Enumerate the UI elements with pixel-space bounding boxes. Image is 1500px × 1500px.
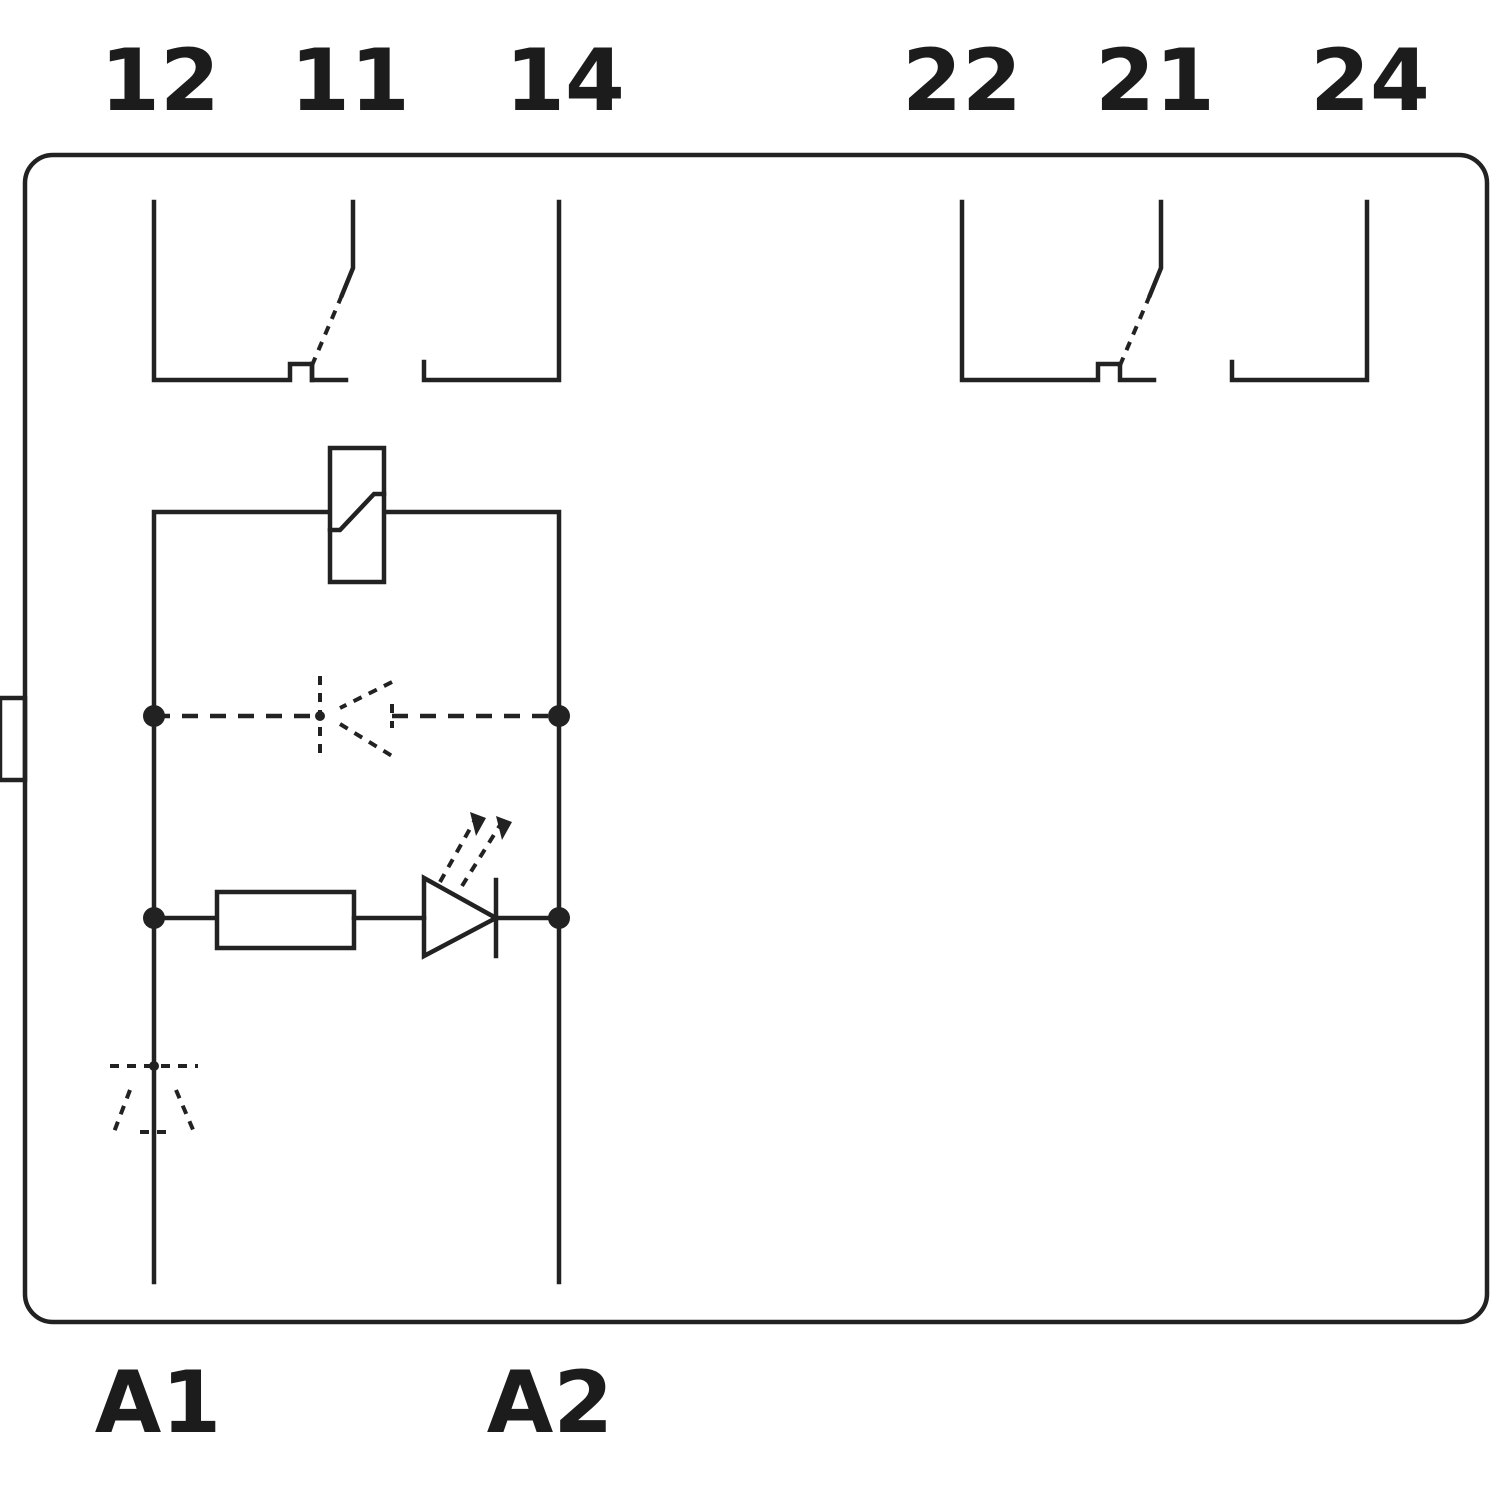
- rail-a1: [151, 509, 333, 1285]
- terminal-label-12: 12: [100, 31, 220, 131]
- terminal-label-22: 22: [902, 31, 1022, 131]
- contact-2-common: [1147, 199, 1164, 298]
- rail-a2: [381, 509, 562, 1285]
- junction-dot: [143, 907, 165, 929]
- contact-1-common: [339, 199, 356, 298]
- terminal-label-11: 11: [290, 31, 410, 131]
- optional-protection-branch: [154, 676, 559, 760]
- coil-winding-mark: [327, 491, 387, 533]
- housing-latch-tab: [0, 695, 28, 783]
- terminal-label-14: 14: [505, 31, 625, 131]
- led-indicator-branch: [151, 812, 562, 960]
- terminal-label-24: 24: [1310, 31, 1430, 131]
- changeover-contact-1: [151, 199, 562, 383]
- terminal-label-a1: A1: [95, 1353, 221, 1453]
- junction-dot: [143, 705, 165, 727]
- contact-2-nc-path: [959, 199, 1157, 383]
- contact-1-nc-path: [151, 199, 349, 383]
- dashed-arrows: [338, 680, 394, 758]
- rail-symbol-node: [149, 1061, 159, 1071]
- dashed-branch-node: [315, 711, 325, 721]
- module-housing: [22, 152, 1490, 1325]
- led-arrow-heads: [470, 812, 512, 840]
- terminal-label-21: 21: [1095, 31, 1215, 131]
- junction-dot: [548, 705, 570, 727]
- led-light-arrows: [438, 817, 504, 888]
- contact-2-no-path: [1229, 199, 1370, 383]
- optional-rail-symbol: [110, 1061, 198, 1134]
- changeover-contact-2: [959, 199, 1370, 383]
- resistor: [214, 889, 357, 951]
- junction-dot: [548, 907, 570, 929]
- contact-1-blade: [308, 294, 344, 371]
- contact-1-no-path: [421, 199, 562, 383]
- rail-symbol-legs: [112, 1089, 196, 1133]
- terminal-label-a2: A2: [487, 1353, 613, 1453]
- led-diode-triangle: [421, 874, 501, 960]
- contact-2-blade: [1116, 294, 1152, 371]
- relay-coil: [327, 445, 387, 585]
